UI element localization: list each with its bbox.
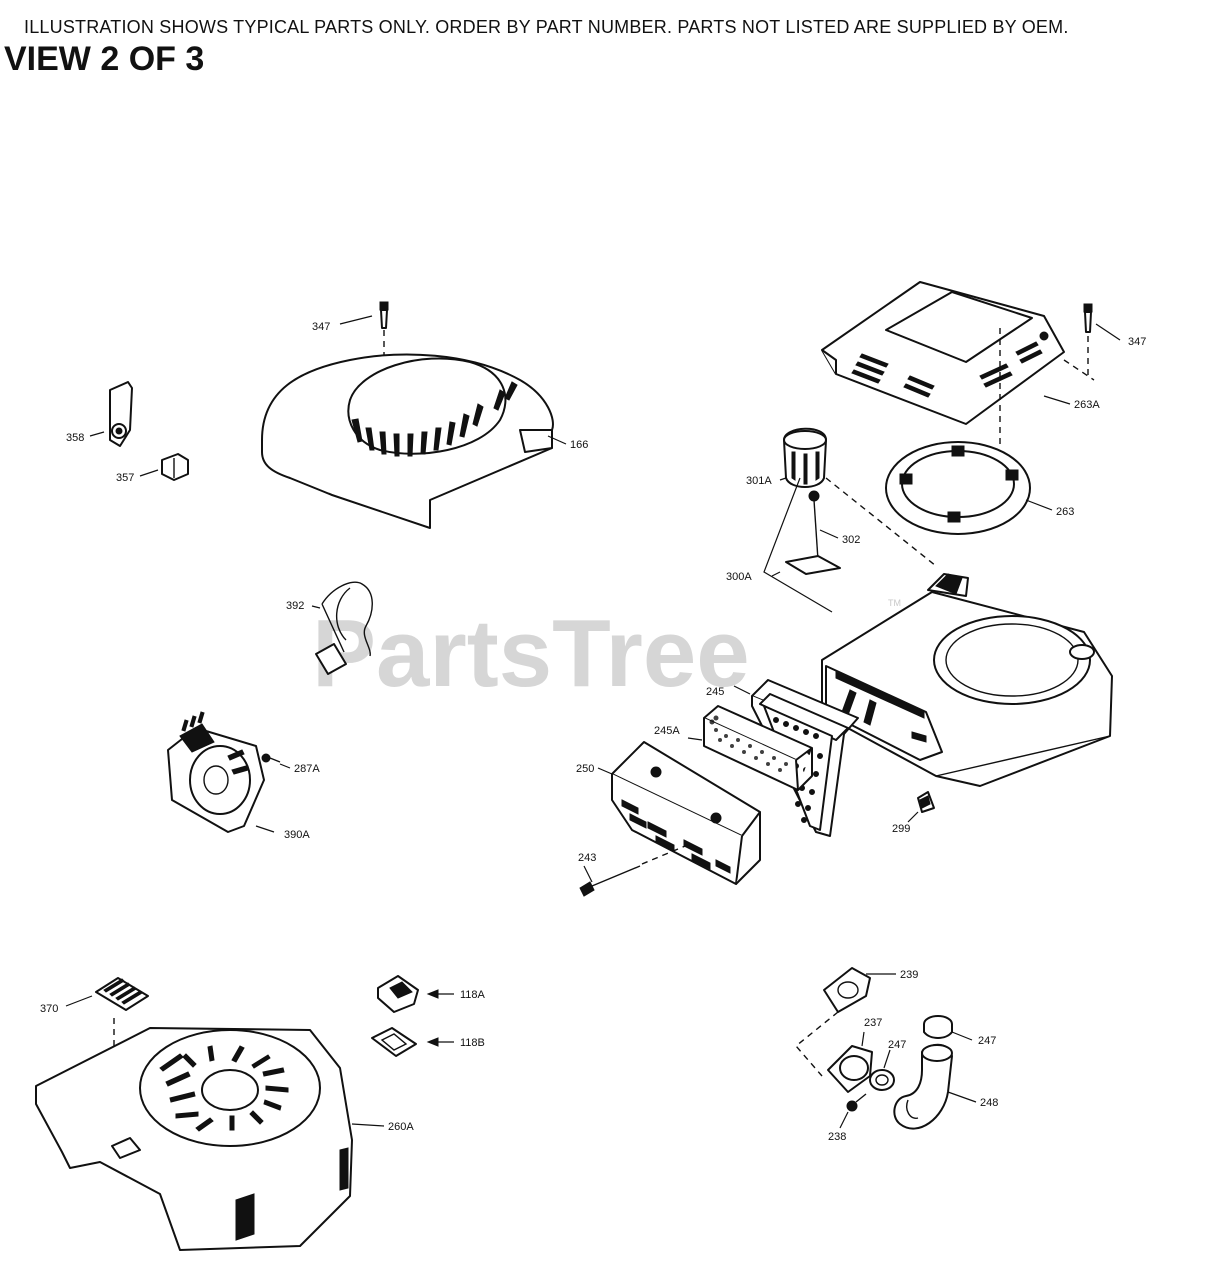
label-358: 358: [66, 432, 84, 444]
label-250: 250: [576, 763, 594, 775]
watermark-text: PartsTree: [312, 600, 750, 707]
label-260a: 260A: [388, 1121, 414, 1133]
label-247-small: 247: [888, 1039, 906, 1051]
clamp-247-top: [923, 1015, 953, 1039]
label-347-right: 347: [1128, 336, 1146, 348]
label-118b: 118B: [460, 1037, 485, 1049]
label-357: 357: [116, 472, 134, 484]
blower-housing-260a: [35, 1027, 353, 1251]
label-370: 370: [40, 1003, 58, 1015]
blower-housing-cover-166: [261, 353, 554, 529]
label-263: 263: [1056, 506, 1074, 518]
gasket-239: [823, 967, 896, 1013]
pre-cleaner-245a: [703, 705, 813, 791]
clamp-247-small: [869, 1069, 895, 1091]
knob-301a: [783, 427, 827, 488]
clip-358: [109, 381, 133, 447]
label-392: 392: [286, 600, 304, 612]
label-263a: 263A: [1074, 399, 1100, 411]
label-166: 166: [570, 439, 588, 451]
bolt-243: [579, 843, 691, 897]
grommet-118a: [377, 975, 454, 1013]
screw-347-left: [379, 301, 389, 375]
label-287a: 287A: [294, 763, 320, 775]
label-245a: 245A: [654, 725, 680, 737]
watermark-tm: TM: [888, 598, 901, 608]
starter-390a: [167, 711, 275, 833]
clip-357: [161, 453, 189, 481]
label-302: 302: [842, 534, 860, 546]
label-299: 299: [892, 823, 910, 835]
screw-347-right: [1083, 303, 1093, 378]
air-cleaner-ring-263: [825, 441, 1031, 567]
air-cleaner-cover-263a: [821, 281, 1095, 444]
spring-392: [315, 581, 373, 675]
clip-299: [917, 791, 935, 813]
label-243: 243: [578, 852, 596, 864]
label-245: 245: [706, 686, 724, 698]
screw-287a: [261, 753, 281, 763]
label-237: 237: [864, 1017, 882, 1029]
gasket-118b: [371, 1027, 454, 1057]
hose-248: [893, 1043, 953, 1130]
label-118a: 118A: [460, 989, 486, 1001]
part-labels: 347 347 358 357 166 263A 301A 263 302 30…: [40, 321, 1146, 1143]
air-cleaner-cover-250: [611, 741, 761, 885]
leader-lines: [65, 315, 1121, 1129]
elbow-237: [794, 1011, 873, 1093]
label-248: 248: [980, 1097, 998, 1109]
stud-302: [763, 477, 841, 613]
label-370: [95, 977, 149, 1062]
label-390a: 390A: [284, 829, 310, 841]
label-238: 238: [828, 1131, 846, 1143]
label-301a: 301A: [746, 475, 772, 487]
label-347-left: 347: [312, 321, 330, 333]
screw-238: [846, 1093, 867, 1112]
label-300a: 300A: [726, 571, 752, 583]
label-247-top: 247: [978, 1035, 996, 1047]
label-239: 239: [900, 969, 918, 981]
illustration-notice: ILLUSTRATION SHOWS TYPICAL PARTS ONLY. O…: [24, 17, 1069, 37]
view-title: VIEW 2 OF 3: [4, 40, 205, 78]
air-cleaner-base: [821, 573, 1113, 787]
